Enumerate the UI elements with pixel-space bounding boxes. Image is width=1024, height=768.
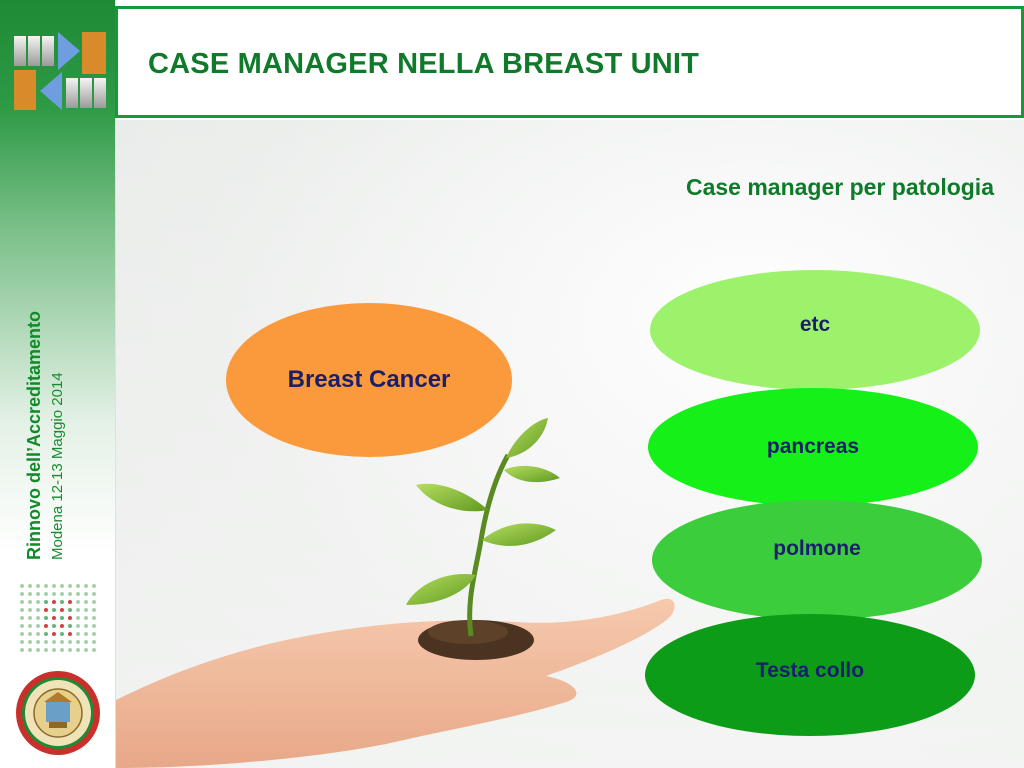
university-seal-icon: [16, 671, 100, 755]
label-breast-cancer: Breast Cancer: [287, 366, 451, 393]
ellipse-polmone: polmone: [652, 500, 982, 620]
dot-grid-icon: [20, 584, 96, 652]
label-etc: etc: [799, 313, 831, 336]
event-title: Rinnovo dell’Accreditamento: [24, 310, 44, 560]
ellipse-testa-collo: Testa collo: [645, 614, 975, 736]
seedling-in-hand-image: [116, 418, 675, 768]
label-pancreas: pancreas: [766, 435, 860, 458]
ellipse-breast-cancer: Breast Cancer: [226, 303, 512, 457]
title-box: CASE MANAGER NELLA BREAST UNIT: [115, 6, 1024, 118]
label-polmone: polmone: [773, 537, 861, 560]
ellipse-pancreas: pancreas: [648, 388, 978, 506]
slide-title: CASE MANAGER NELLA BREAST UNIT: [148, 48, 700, 80]
slide-subtitle: Case manager per patologia: [685, 174, 994, 200]
event-caption: Rinnovo dell’Accreditamento Modena 12-13…: [24, 311, 66, 560]
ellipse-etc: etc: [650, 270, 980, 390]
event-subtitle: Modena 12-13 Maggio 2014: [48, 372, 66, 560]
sidebar: Rinnovo dell’Accreditamento Modena 12-13…: [0, 0, 116, 768]
arrows-logo-icon: [14, 32, 106, 110]
label-testa-collo: Testa collo: [755, 659, 865, 682]
